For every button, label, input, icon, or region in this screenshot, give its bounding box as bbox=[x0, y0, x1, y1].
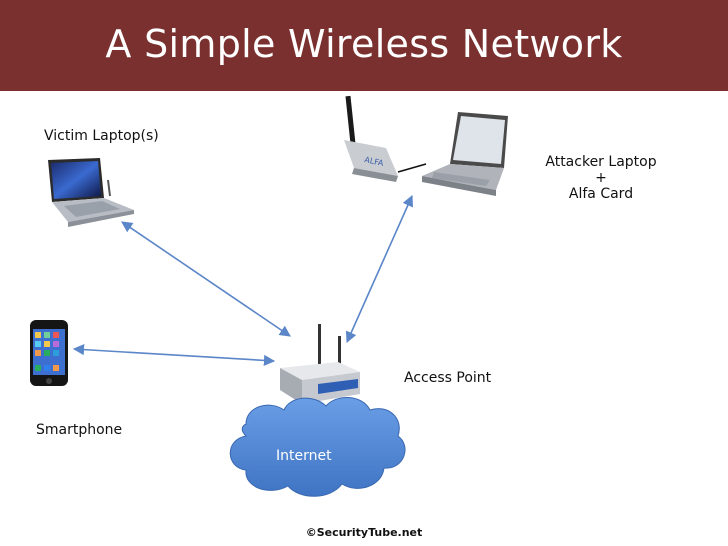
usb-wifi-adapter-icon: ALFA bbox=[344, 95, 398, 182]
arrow-attacker-to-ap bbox=[345, 194, 414, 344]
usb-cable bbox=[397, 163, 427, 173]
title-bar bbox=[0, 0, 728, 91]
arrow-victim-to-ap bbox=[121, 221, 291, 337]
victim-laptop-label: Victim Laptop(s) bbox=[44, 128, 159, 144]
cloud-icon bbox=[229, 397, 406, 497]
access-point-label: Access Point bbox=[404, 370, 492, 386]
attacker-label-line1: Attacker Laptop bbox=[545, 154, 657, 170]
arrow-smartphone-to-ap bbox=[72, 344, 276, 366]
slide-title: A Simple Wireless Network bbox=[105, 22, 623, 66]
smartphone-label: Smartphone bbox=[36, 422, 123, 438]
attacker-laptop-icon bbox=[422, 112, 508, 196]
smartphone-icon bbox=[30, 320, 68, 386]
attacker-label-line2: + bbox=[595, 170, 607, 186]
victim-laptop-icon bbox=[48, 158, 134, 227]
copyright-text: ©SecurityTube.net bbox=[305, 526, 423, 539]
router-icon bbox=[280, 324, 360, 404]
internet-label: Internet bbox=[276, 448, 332, 464]
attacker-label: Attacker Laptop + Alfa Card bbox=[540, 154, 662, 202]
svg-text:ALFA: ALFA bbox=[364, 155, 385, 168]
attacker-label-line3: Alfa Card bbox=[568, 186, 634, 202]
